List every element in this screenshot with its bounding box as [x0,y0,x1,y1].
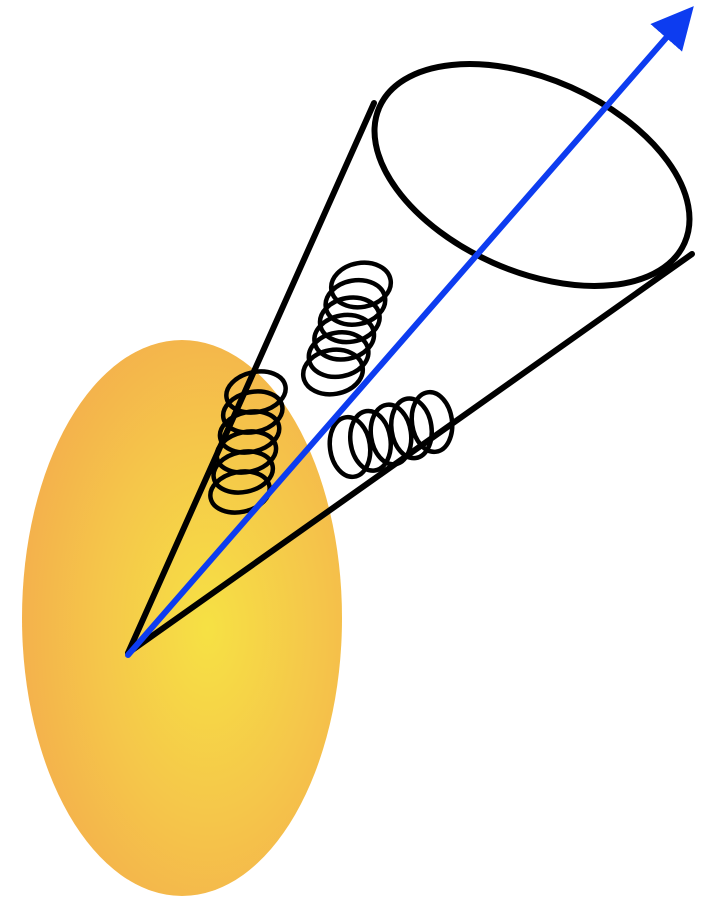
jet-axis-arrow [128,22,680,655]
gluon-coil-middle [300,258,395,399]
